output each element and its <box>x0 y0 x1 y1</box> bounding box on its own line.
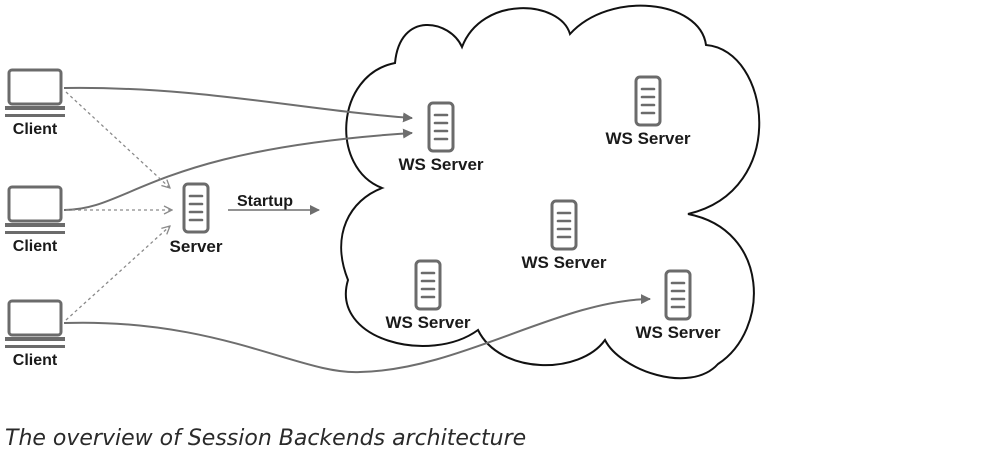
server-label: Server <box>170 237 223 256</box>
figure-caption: The overview of Session Backends archite… <box>5 426 527 451</box>
edge-client3-ws5 <box>63 294 651 374</box>
client-node: Client <box>3 68 67 138</box>
ws-server-node: WS Server <box>521 199 607 272</box>
server-icon <box>550 199 578 251</box>
edge-client1-server <box>65 91 170 188</box>
client-node: Client <box>3 185 67 255</box>
ws-server-node: WS Server <box>635 269 721 342</box>
server-icon <box>664 269 692 321</box>
server-icon <box>427 101 455 153</box>
edge-client3-server <box>65 226 170 321</box>
server-node: Server <box>170 182 223 256</box>
ws-server-node: WS Server <box>605 75 691 148</box>
connections: Startup <box>63 86 651 374</box>
laptop-icon <box>3 299 67 343</box>
client-node: Client <box>3 299 67 369</box>
architecture-diagram: Startup Client Client Client Server WS S… <box>3 4 761 380</box>
ws-server-label: WS Server <box>635 323 720 342</box>
client-label: Client <box>13 238 58 255</box>
client-label: Client <box>13 121 58 138</box>
ws-server-label: WS Server <box>605 129 690 148</box>
ws-server-node: WS Server <box>398 101 484 174</box>
ws-server-label: WS Server <box>521 253 606 272</box>
laptop-icon <box>3 185 67 229</box>
client-label: Client <box>13 352 58 369</box>
ws-server-label: WS Server <box>385 313 470 332</box>
edge-client2-ws1 <box>63 128 413 211</box>
startup-label: Startup <box>237 193 293 210</box>
laptop-icon <box>3 68 67 112</box>
edge-client1-ws1 <box>63 86 413 123</box>
server-icon <box>414 259 442 311</box>
cloud-shape <box>340 4 761 380</box>
ws-server-label: WS Server <box>398 155 483 174</box>
ws-server-node: WS Server <box>385 259 471 332</box>
server-icon <box>182 182 210 234</box>
server-icon <box>634 75 662 127</box>
